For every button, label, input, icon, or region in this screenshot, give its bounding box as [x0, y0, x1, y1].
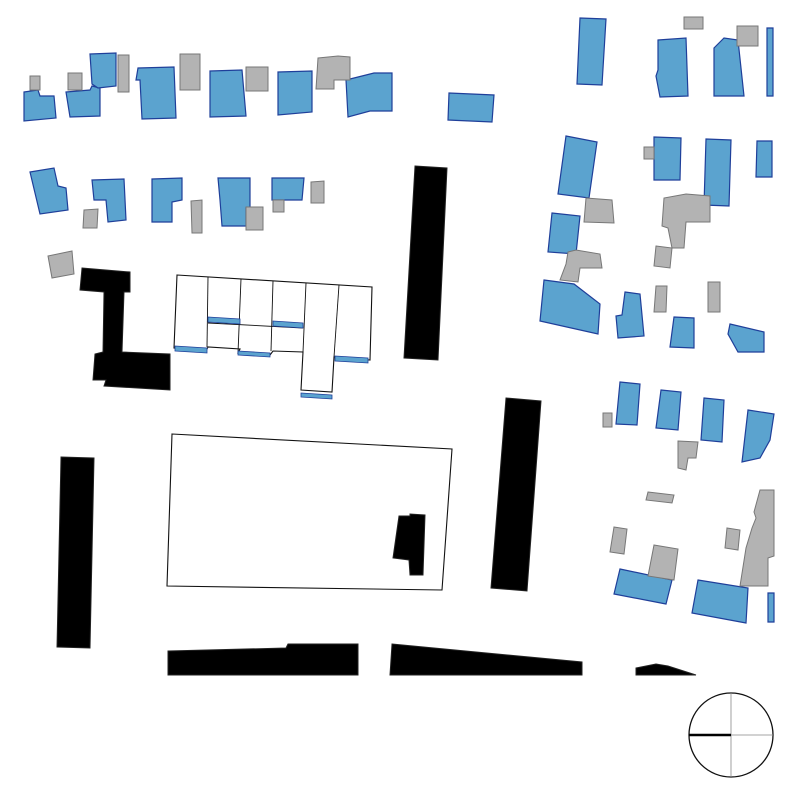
- existing-blocks: [56, 165, 697, 676]
- residential-building: [151, 177, 183, 223]
- north-arrow-icon: [688, 692, 774, 778]
- auxiliary-building: [683, 16, 704, 30]
- residential-building: [91, 178, 127, 223]
- existing-building-l-shape: [79, 267, 171, 391]
- existing-building-south-3: [635, 663, 697, 676]
- existing-building-tower: [403, 165, 448, 361]
- residential-building: [23, 89, 57, 122]
- auxiliary-building: [707, 281, 721, 313]
- existing-building-west: [56, 456, 95, 649]
- residential-building: [576, 17, 607, 86]
- balcony-strip: [237, 350, 271, 358]
- auxiliary-building: [67, 72, 83, 91]
- existing-building-east: [490, 397, 542, 592]
- residential-building: [217, 177, 251, 227]
- residential-building: [271, 177, 305, 201]
- residential-building: [700, 397, 725, 443]
- auxiliary-building: [190, 199, 203, 234]
- auxiliary-building: [117, 54, 130, 93]
- auxiliary-building: [245, 206, 264, 231]
- residential-building: [766, 27, 774, 97]
- residential-building: [691, 579, 749, 624]
- auxiliary-building: [647, 544, 679, 581]
- residential-building: [277, 70, 313, 116]
- residential-building: [727, 323, 765, 353]
- auxiliary-building: [272, 199, 285, 213]
- east-residential-cluster: [539, 135, 775, 624]
- auxiliary-building: [583, 197, 615, 224]
- auxiliary-building: [47, 250, 75, 279]
- auxiliary-building: [559, 249, 603, 283]
- residential-building: [557, 135, 598, 199]
- auxiliary-building: [653, 285, 668, 313]
- auxiliary-building: [609, 526, 628, 555]
- residential-building: [29, 167, 69, 215]
- open-site-area: [166, 433, 453, 591]
- auxiliary-building: [645, 491, 675, 504]
- auxiliary-building: [245, 66, 269, 92]
- auxiliary-building: [310, 180, 325, 204]
- residential-building: [65, 85, 101, 118]
- residential-building: [713, 37, 745, 97]
- residential-building: [653, 136, 682, 181]
- balcony-strip: [272, 320, 304, 329]
- residential-building: [547, 212, 581, 255]
- residential-building: [655, 37, 689, 98]
- balcony-strip: [300, 392, 333, 400]
- residential-building: [615, 291, 645, 339]
- second-auxiliary-row: [47, 180, 325, 279]
- existing-building-south-2: [389, 643, 583, 676]
- east-auxiliary-cluster: [559, 146, 775, 587]
- residential-building: [615, 381, 641, 426]
- existing-building-south-1: [167, 643, 359, 676]
- auxiliary-building: [82, 208, 99, 229]
- residential-building: [755, 140, 773, 178]
- auxiliary-building: [315, 55, 351, 90]
- residential-building: [669, 316, 695, 349]
- north-auxiliary-row: [29, 16, 759, 93]
- balcony-strip: [334, 355, 369, 364]
- north-residential-row: [23, 17, 774, 123]
- auxiliary-building: [179, 53, 201, 91]
- auxiliary-building: [643, 146, 655, 160]
- auxiliary-building: [653, 245, 673, 269]
- auxiliary-building: [29, 75, 41, 91]
- residential-building: [655, 389, 682, 431]
- second-residential-row: [29, 167, 305, 227]
- residential-building: [767, 592, 775, 623]
- residential-building: [703, 138, 732, 207]
- residential-building: [345, 72, 393, 118]
- small-existing-building: [392, 513, 426, 576]
- proposed-building: [173, 274, 373, 400]
- balcony-strip: [174, 345, 208, 354]
- residential-building: [135, 66, 177, 120]
- auxiliary-building: [724, 527, 741, 551]
- auxiliary-building: [677, 440, 699, 471]
- residential-building: [539, 279, 601, 335]
- residential-building: [89, 52, 117, 89]
- auxiliary-building: [602, 412, 613, 428]
- auxiliary-building: [736, 25, 759, 47]
- residential-building: [447, 92, 495, 123]
- residential-building: [741, 409, 775, 463]
- auxiliary-building: [739, 489, 775, 587]
- auxiliary-building: [661, 193, 711, 249]
- residential-building: [209, 69, 247, 118]
- balcony-strip: [207, 316, 241, 325]
